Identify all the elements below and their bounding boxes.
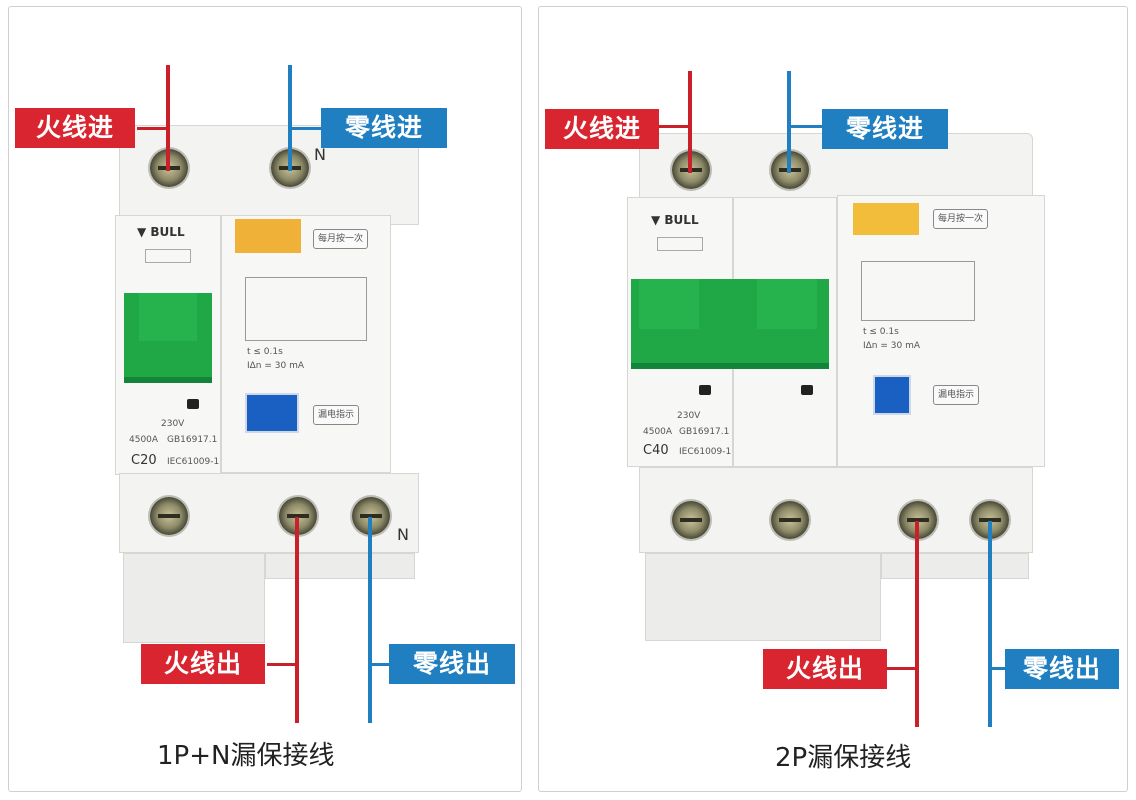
terminal-screw: [771, 501, 809, 539]
yellow-indicator-tag: [853, 203, 919, 235]
breaker-front-rcd: [837, 195, 1045, 467]
neutral-out-wire: [368, 517, 372, 723]
breaker-din-clip: [123, 553, 265, 643]
caption-1p-n: 1P+N漏保接线: [157, 741, 335, 771]
live-out-wire: [915, 521, 919, 727]
breaker-bottom-right-foot: [881, 553, 1029, 579]
neutral-top-letter: N: [314, 145, 326, 164]
live-out-leader: [267, 663, 297, 666]
neutral-in-label: 零线进: [321, 108, 447, 148]
breaker-bottom-right-foot: [265, 553, 415, 579]
standard-text: GB16917.1: [679, 427, 730, 437]
circuit-schematic: [861, 261, 975, 321]
live-out-label: 火线出: [763, 649, 887, 689]
rating-small-text: 4500A: [643, 427, 673, 437]
rating-small-text: 4500A: [129, 435, 159, 445]
neutral-in-wire: [288, 65, 292, 171]
rating-text: C20: [131, 453, 157, 468]
live-in-label: 火线进: [545, 109, 659, 149]
live-in-label: 火线进: [15, 108, 135, 148]
standard-text-2: IEC61009-1: [167, 457, 220, 467]
test-button[interactable]: [245, 393, 299, 433]
spec-current-text: IΔn = 30 mA: [863, 341, 921, 351]
standard-text: GB16917.1: [167, 435, 218, 445]
test-monthly-callout: 每月按一次: [313, 229, 369, 249]
leak-indicator-callout: 漏电指示: [313, 405, 360, 425]
breaker-din-clip: [645, 553, 881, 641]
caption-2p: 2P漏保接线: [775, 743, 912, 773]
brand-text: BULL: [150, 225, 185, 239]
spec-current-text: IΔn = 30 mA: [247, 361, 305, 371]
indicator-window: [801, 385, 813, 395]
toggle-lever: [139, 293, 197, 341]
neutral-out-leader: [991, 667, 1005, 670]
brand-text: BULL: [664, 213, 699, 227]
rating-text: C40: [643, 443, 669, 458]
panel-1p-n: ▼ BULL 230V 4500A GB16917.1 C20 IEC61009…: [8, 6, 522, 792]
voltage-text: 230V: [161, 419, 185, 429]
indicator-window: [187, 399, 199, 409]
brand-logo: ▼ BULL: [651, 213, 699, 227]
neutral-out-label: 零线出: [389, 644, 515, 684]
neutral-in-label: 零线进: [822, 109, 948, 149]
model-plate: [657, 237, 703, 251]
indicator-window: [699, 385, 711, 395]
circuit-schematic: [245, 277, 367, 341]
spec-time-text: t ≤ 0.1s: [863, 327, 899, 337]
live-in-wire: [166, 65, 170, 171]
neutral-out-leader: [371, 663, 389, 666]
live-in-wire: [688, 71, 692, 173]
live-out-leader: [887, 667, 917, 670]
terminal-screw: [150, 497, 188, 535]
voltage-text: 230V: [677, 411, 701, 421]
standard-text-2: IEC61009-1: [679, 447, 732, 457]
neutral-out-label: 零线出: [1005, 649, 1119, 689]
leak-indicator-callout: 漏电指示: [933, 385, 980, 405]
live-out-wire: [295, 517, 299, 723]
live-out-label: 火线出: [141, 644, 265, 684]
neutral-in-wire: [787, 71, 791, 173]
model-plate: [145, 249, 191, 263]
neutral-in-leader: [790, 125, 822, 128]
toggle-lever-2: [757, 279, 817, 329]
live-in-leader: [659, 125, 689, 128]
terminal-screw: [672, 501, 710, 539]
toggle-lever-1: [639, 279, 699, 329]
brand-logo: ▼ BULL: [137, 225, 185, 239]
spec-time-text: t ≤ 0.1s: [247, 347, 283, 357]
orange-indicator-tag: [235, 219, 301, 253]
live-in-leader: [137, 127, 167, 130]
test-monthly-callout: 每月按一次: [933, 209, 989, 229]
neutral-out-wire: [988, 521, 992, 727]
panel-2p: ▼ BULL 230V 4500A GB16917.1 C40 IEC61009…: [538, 6, 1128, 792]
neutral-bottom-letter: N: [397, 525, 409, 544]
neutral-in-leader: [291, 127, 321, 130]
breaker-front-right: [221, 215, 391, 473]
test-button[interactable]: [873, 375, 911, 415]
